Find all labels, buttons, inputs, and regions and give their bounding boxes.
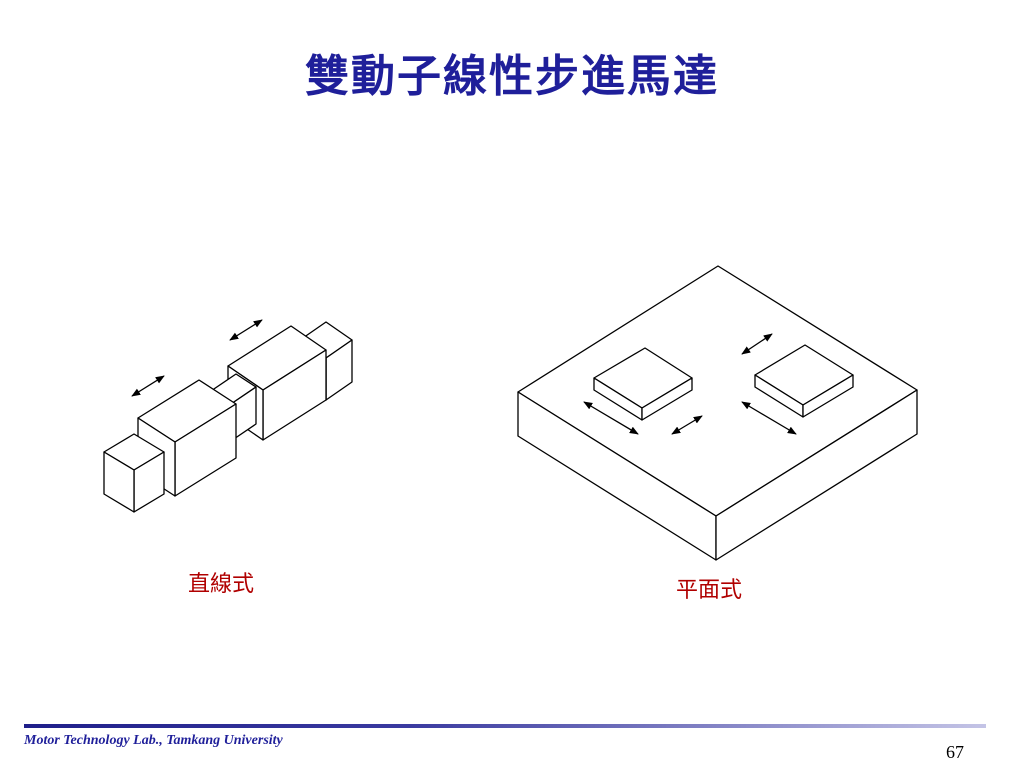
caption-planar-type: 平面式 xyxy=(676,578,743,603)
linear-motor-drawing xyxy=(103,319,353,513)
planar-motion-arrow-a-y xyxy=(671,415,703,435)
page-number: 67 xyxy=(946,742,964,762)
planar-motor-drawing xyxy=(517,265,918,561)
linear-motion-arrow-1 xyxy=(131,375,165,397)
caption-linear-type: 直線式 xyxy=(188,572,255,597)
planar-motion-arrow-b-y xyxy=(741,333,773,355)
slide-title: 雙動子線性步進馬達 xyxy=(305,51,719,102)
linear-front-end-block xyxy=(103,433,165,513)
planar-motion-arrow-b-x xyxy=(741,401,797,435)
planar-platen-base xyxy=(517,265,918,561)
footer-lab-name: Motor Technology Lab., Tamkang Universit… xyxy=(24,733,283,748)
linear-motion-arrow-2 xyxy=(229,319,263,341)
footer-divider xyxy=(24,724,986,728)
planar-motion-arrow-a-x xyxy=(583,401,639,435)
